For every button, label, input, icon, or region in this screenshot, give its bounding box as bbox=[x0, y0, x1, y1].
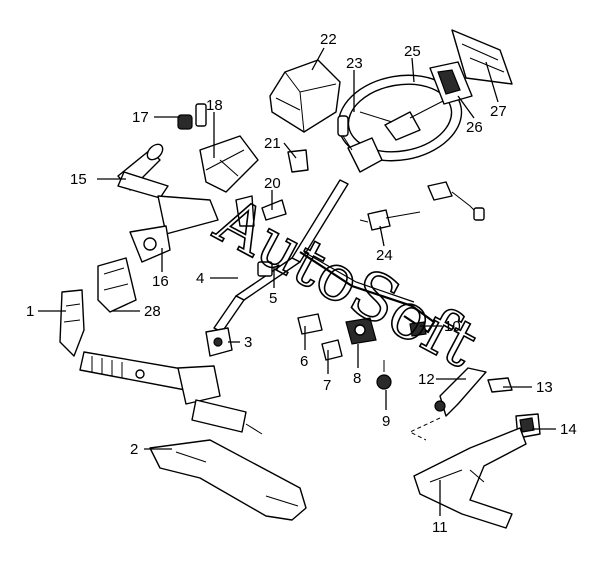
part-switch bbox=[359, 181, 485, 231]
callout-12: 12 bbox=[418, 371, 435, 388]
callout-5: 5 bbox=[269, 290, 277, 307]
part-clip-20 bbox=[235, 195, 287, 227]
part-clip-21 bbox=[287, 149, 309, 173]
callout-14: 14 bbox=[560, 421, 577, 438]
watermark: AutoSoft bbox=[202, 183, 490, 384]
part-bracket-13 bbox=[487, 377, 513, 393]
part-link-9 bbox=[376, 360, 392, 390]
callout-3: 3 bbox=[244, 334, 252, 351]
part-clamp-7 bbox=[321, 339, 343, 361]
callout-15: 15 bbox=[70, 171, 87, 188]
callout-11: 11 bbox=[432, 519, 448, 536]
callout-2: 2 bbox=[130, 441, 138, 458]
part-upper-column bbox=[337, 115, 383, 173]
part-lower-arm bbox=[408, 417, 527, 529]
part-module-cover bbox=[451, 29, 513, 85]
part-column-shroud bbox=[269, 59, 341, 133]
callout-25: 25 bbox=[404, 43, 421, 60]
part-steering-shaft bbox=[213, 179, 349, 333]
callout-24: 24 bbox=[376, 247, 393, 264]
part-clamp-6 bbox=[297, 313, 323, 335]
callout-27: 27 bbox=[490, 103, 507, 120]
watermark-text: AutoSoft bbox=[203, 184, 489, 383]
callout-4: 4 bbox=[196, 270, 204, 287]
callout-26: 26 bbox=[466, 119, 483, 136]
callout-10: 10 bbox=[444, 318, 461, 335]
callout-labels: 1 2 3 4 5 6 7 8 9 10 11 12 13 14 15 16 1… bbox=[26, 31, 577, 536]
callout-9: 9 bbox=[382, 413, 390, 430]
callout-23: 23 bbox=[346, 55, 363, 72]
callout-6: 6 bbox=[300, 353, 308, 370]
part-bush-8 bbox=[345, 317, 377, 345]
part-airbag-module bbox=[429, 61, 473, 105]
callout-16: 16 bbox=[152, 273, 169, 290]
leader-lines bbox=[38, 47, 556, 516]
callout-22: 22 bbox=[320, 31, 337, 48]
callout-21: 21 bbox=[264, 135, 281, 152]
part-lower-joint bbox=[205, 327, 233, 357]
part-seal bbox=[97, 257, 137, 313]
callout-28: 28 bbox=[144, 303, 161, 320]
part-lower-bracket bbox=[129, 225, 171, 263]
part-link-12 bbox=[434, 367, 487, 417]
part-boot bbox=[59, 289, 85, 357]
callout-7: 7 bbox=[323, 377, 331, 394]
callout-18: 18 bbox=[206, 97, 223, 114]
callout-20: 20 bbox=[264, 175, 281, 192]
part-column-tube bbox=[117, 143, 169, 199]
part-crossmember bbox=[149, 439, 307, 521]
callout-13: 13 bbox=[536, 379, 553, 396]
part-steering-rack bbox=[79, 351, 263, 435]
callout-17: 17 bbox=[132, 109, 149, 126]
callout-1: 1 bbox=[26, 303, 34, 320]
part-lock-cylinder bbox=[177, 103, 207, 130]
callout-8: 8 bbox=[353, 370, 361, 387]
